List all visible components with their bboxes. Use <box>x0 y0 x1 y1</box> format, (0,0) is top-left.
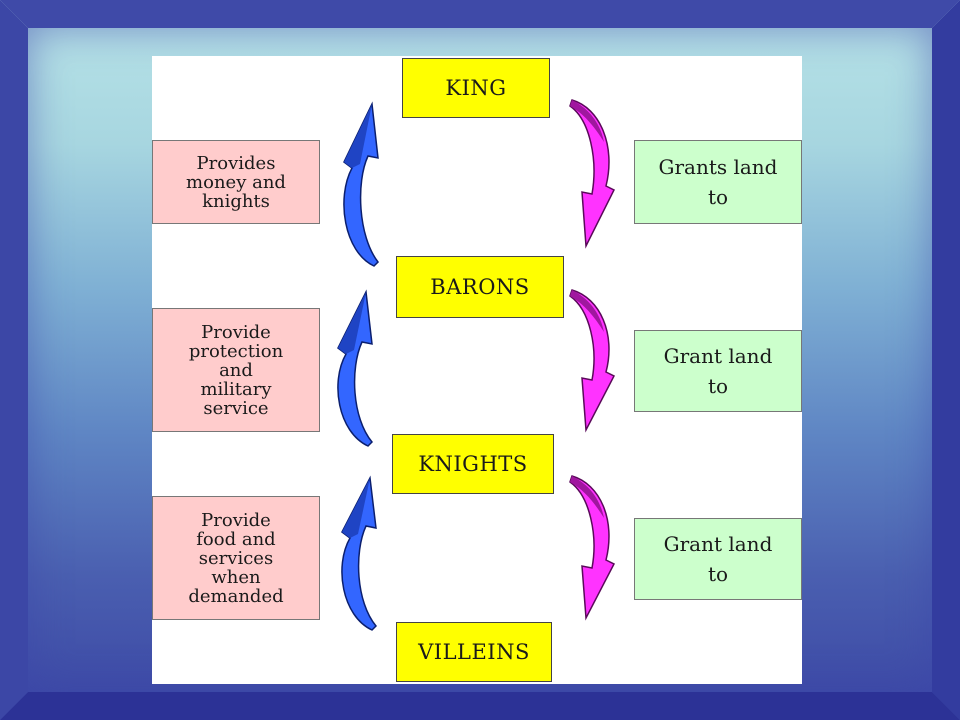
duty-box-villeins-to-knights: Provide food and services when demanded <box>152 496 320 620</box>
slide-frame-left <box>0 0 28 720</box>
curved-up-arrow-icon <box>337 289 374 447</box>
slide-frame-bottom <box>0 692 960 720</box>
grant-box-knights-to-villeins: Grant land to <box>634 518 802 600</box>
duty-box-knights-to-barons: Provide protection and military service <box>152 308 320 432</box>
rank-box-barons: BARONS <box>396 256 564 318</box>
curved-down-arrow-icon <box>569 99 616 249</box>
slide-frame-top <box>0 0 960 28</box>
grant-box-barons-to-knights: Grant land to <box>634 330 802 412</box>
slide-frame-right <box>932 0 960 720</box>
curved-up-arrow-icon <box>341 475 378 631</box>
feudal-system-diagram: KING BARONS KNIGHTS VILLEINS Provides mo… <box>152 56 802 684</box>
rank-box-villeins: VILLEINS <box>396 622 552 682</box>
duty-box-barons-to-king: Provides money and knights <box>152 140 320 224</box>
curved-down-arrow-icon <box>569 289 616 433</box>
curved-down-arrow-icon <box>569 475 616 621</box>
curved-up-arrow-icon <box>343 101 379 267</box>
rank-box-king: KING <box>402 58 550 118</box>
rank-box-knights: KNIGHTS <box>392 434 554 494</box>
grant-box-king-to-barons: Grants land to <box>634 140 802 224</box>
